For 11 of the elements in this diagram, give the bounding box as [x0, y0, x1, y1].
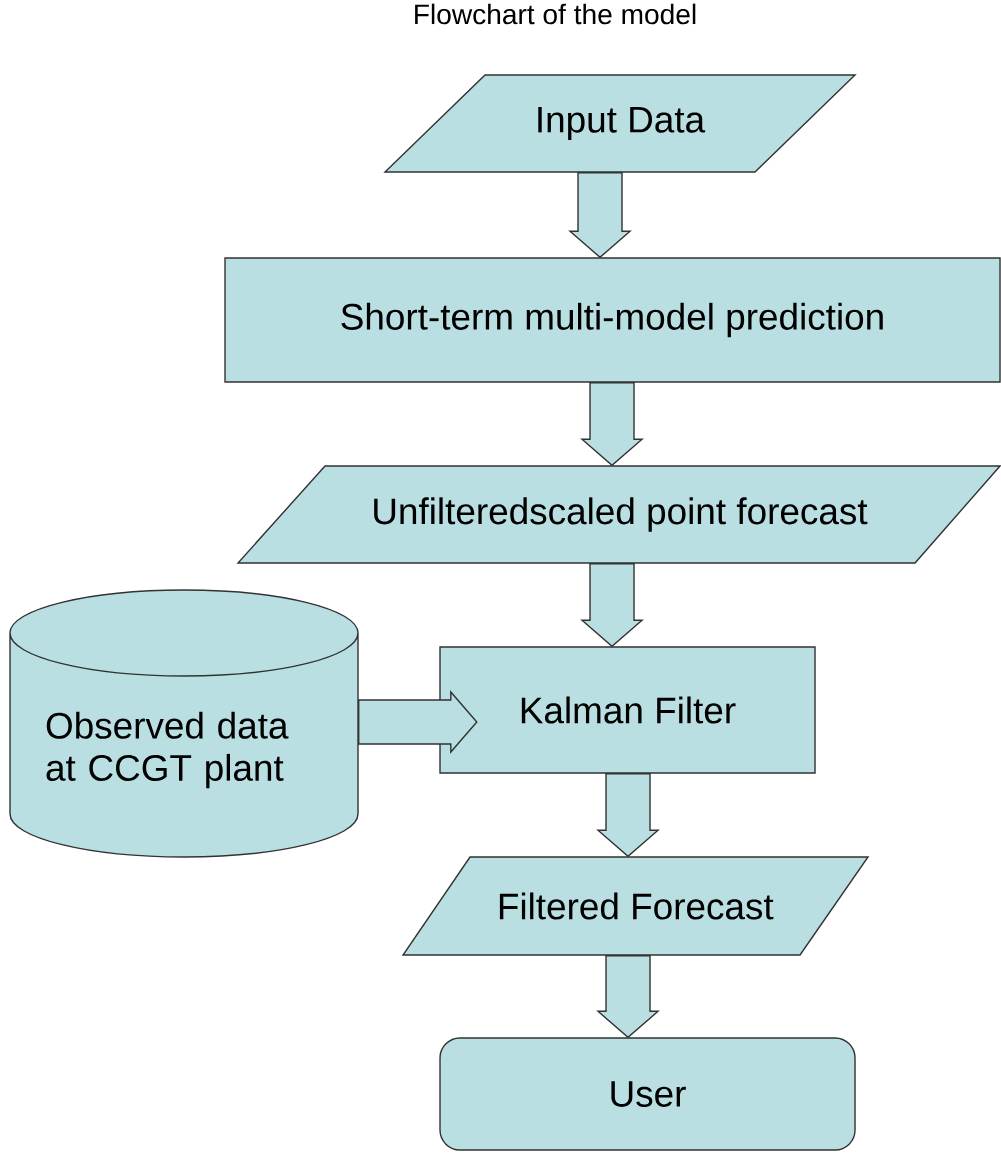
terminal-box: User [439, 1037, 856, 1151]
block-arrow [596, 773, 660, 858]
process-box: Kalman Filter [439, 646, 816, 774]
block-arrow [580, 563, 644, 648]
title: Flowchart of the model [415, 3, 696, 25]
process-box: Short-term multi-model prediction [224, 257, 1001, 383]
block-arrow [580, 382, 644, 467]
block-arrow [568, 172, 632, 259]
block-arrow [596, 955, 660, 1039]
block-arrow [358, 690, 478, 754]
database-cylinder: Observed data at CCGT plant [9, 589, 359, 858]
